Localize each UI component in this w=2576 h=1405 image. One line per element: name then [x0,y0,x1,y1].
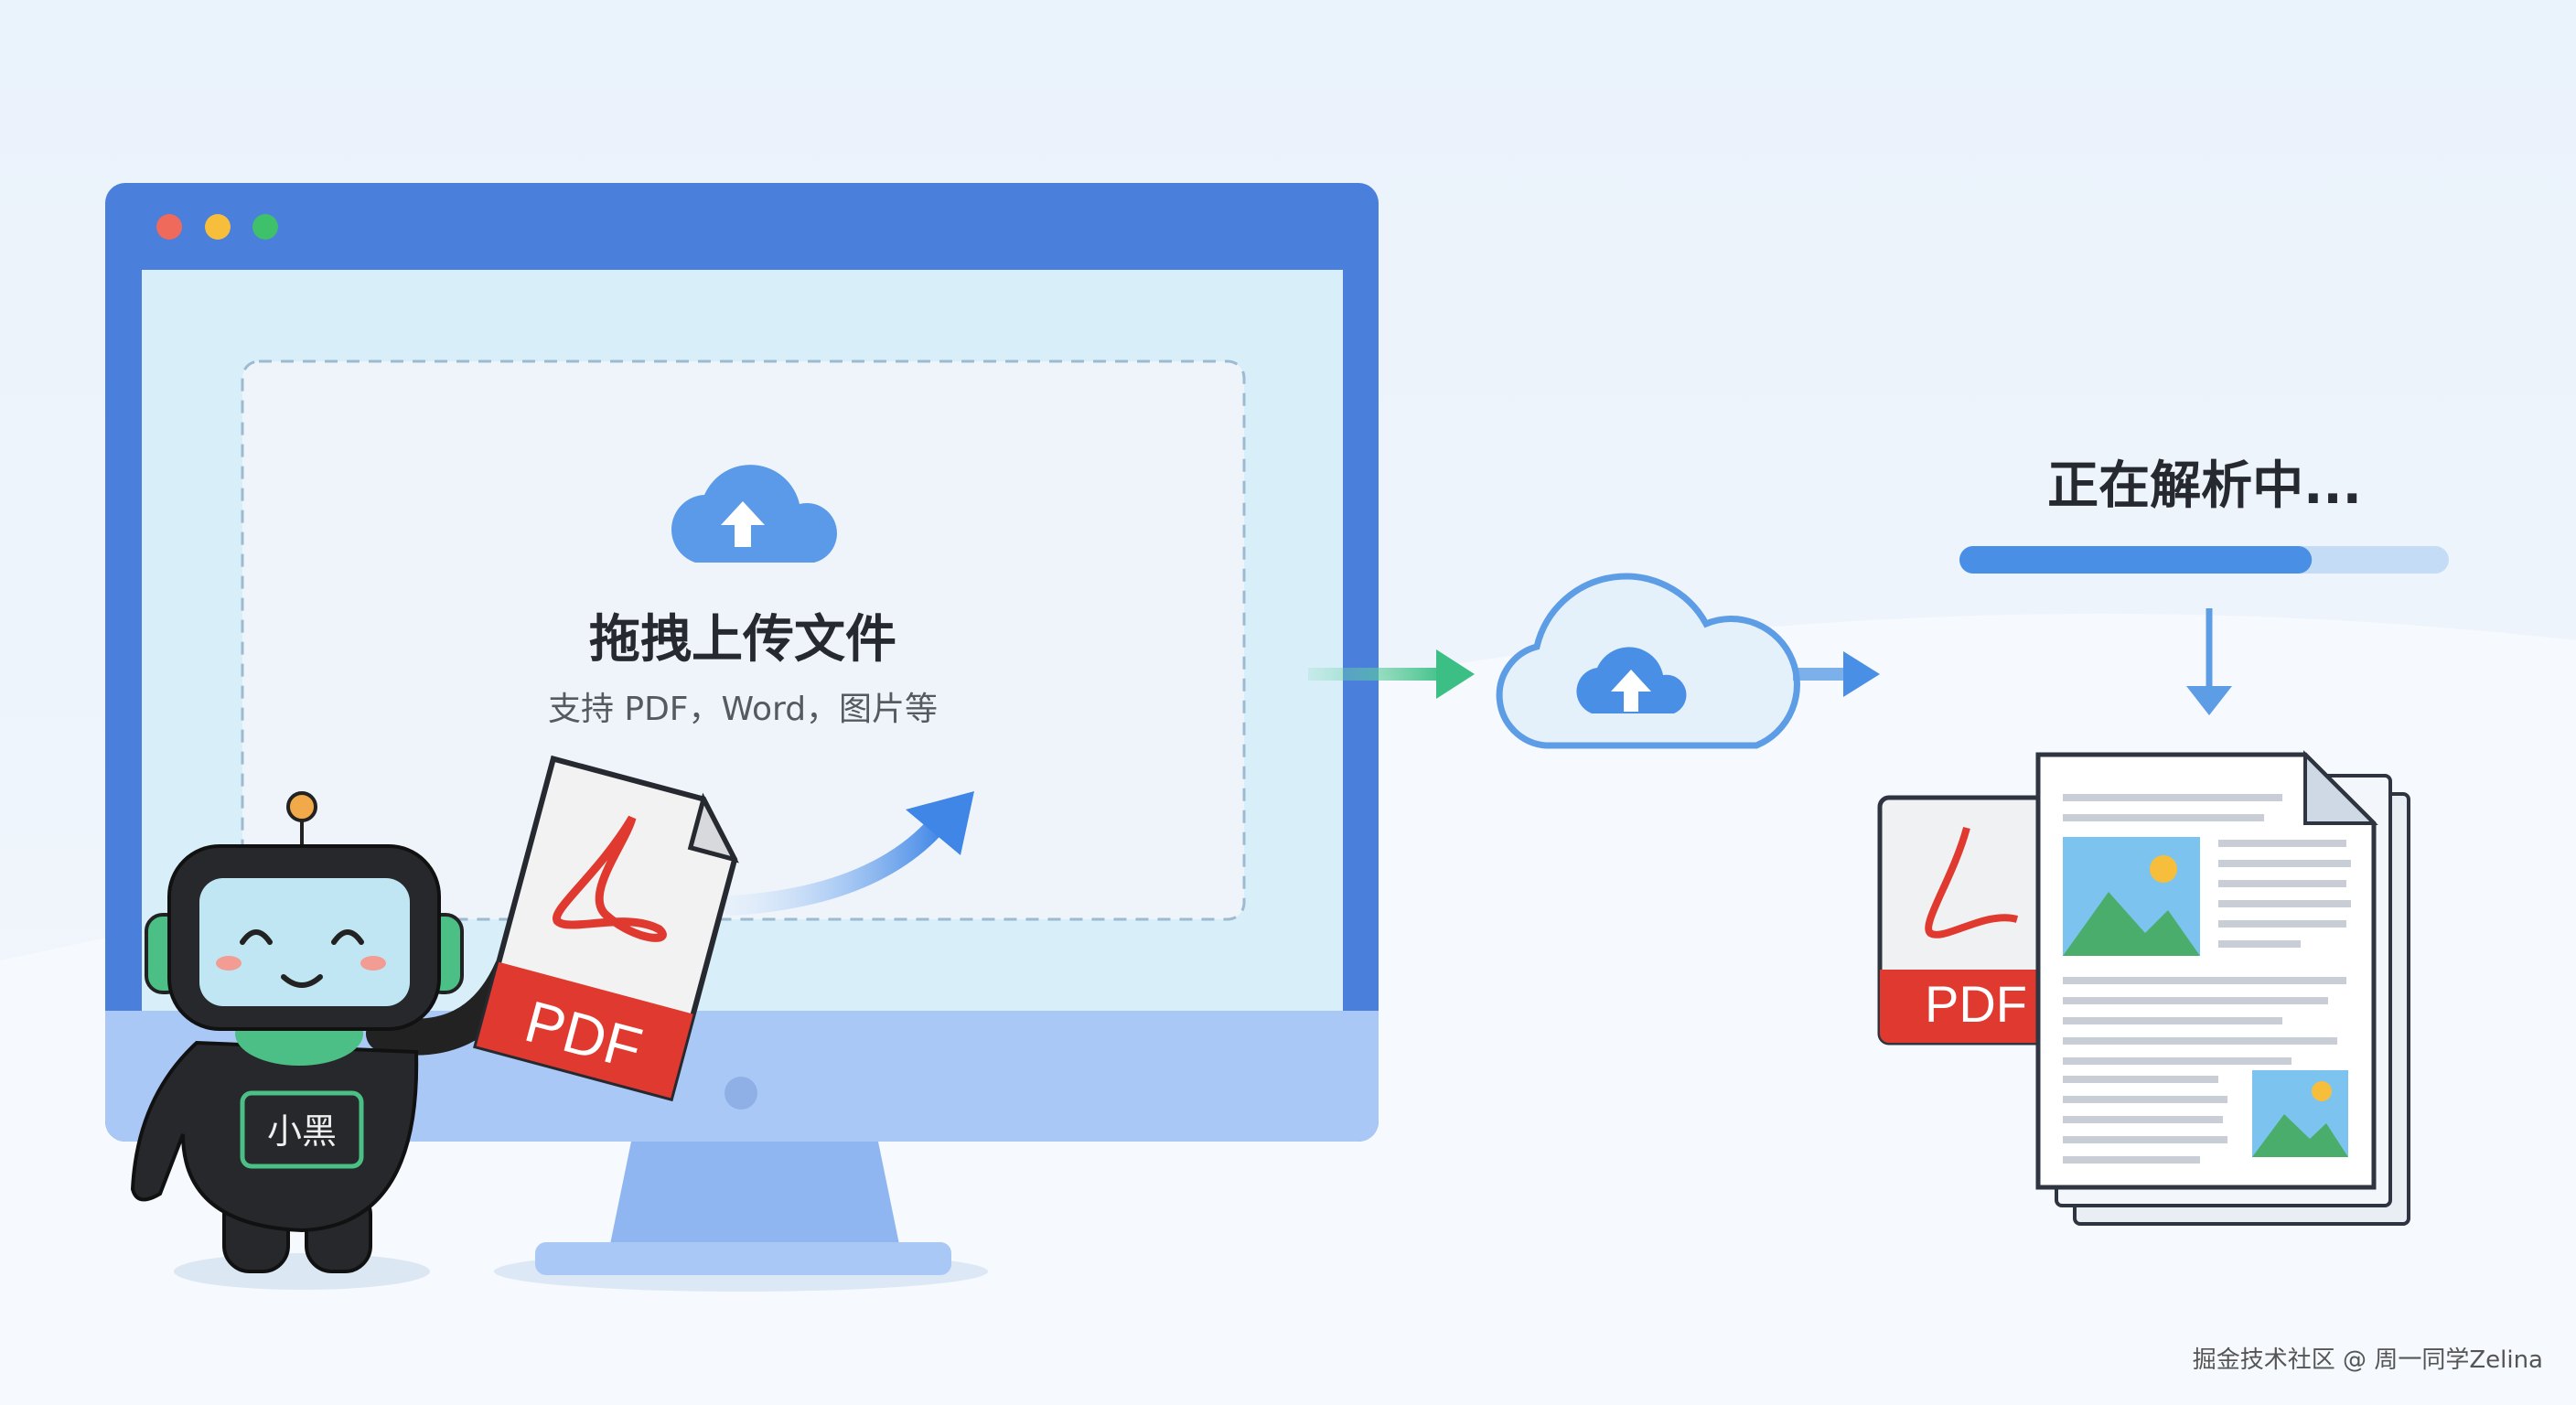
maximize-dot [252,214,278,240]
antenna [286,791,317,822]
upload-title: 拖拽上传文件 [589,610,896,670]
small-pdf-label: PDF [1925,975,2027,1033]
small-pdf-file: PDF [1877,795,2056,1046]
minimize-dot [205,214,231,240]
parsed-document-stack [2035,750,2410,1226]
image-thumbnail-icon [2252,1070,2348,1157]
watermark: 掘金技术社区 @ 周一同学Zelina [2193,1346,2543,1374]
cloud-upload-icon [671,465,837,563]
curved-arrow-head [906,791,974,855]
curved-arrow [722,809,952,916]
acrobat-icon [553,815,667,942]
down-arrow-head [2186,686,2232,715]
name-badge [240,1090,364,1169]
blue-arrow-head [1843,651,1880,697]
image-thumbnail-icon [2063,837,2200,956]
progress-fill [1959,546,2313,574]
blue-arrow-shaft [1793,668,1848,681]
green-arrow-head [1436,649,1475,699]
robot-mascot: 小黑 PDF [130,755,739,1290]
upload-subtitle: 支持 PDF，Word，图片等 [548,691,938,728]
close-dot [156,214,182,240]
power-button [724,1077,757,1110]
held-pdf-file: PDF [473,755,739,1102]
drop-zone[interactable] [241,359,1246,921]
name-badge-text: 小黑 [267,1111,337,1152]
processing-status: 正在解析中... [2047,456,2362,516]
robot-face [199,878,410,1006]
green-arrow-shaft [1308,668,1445,681]
